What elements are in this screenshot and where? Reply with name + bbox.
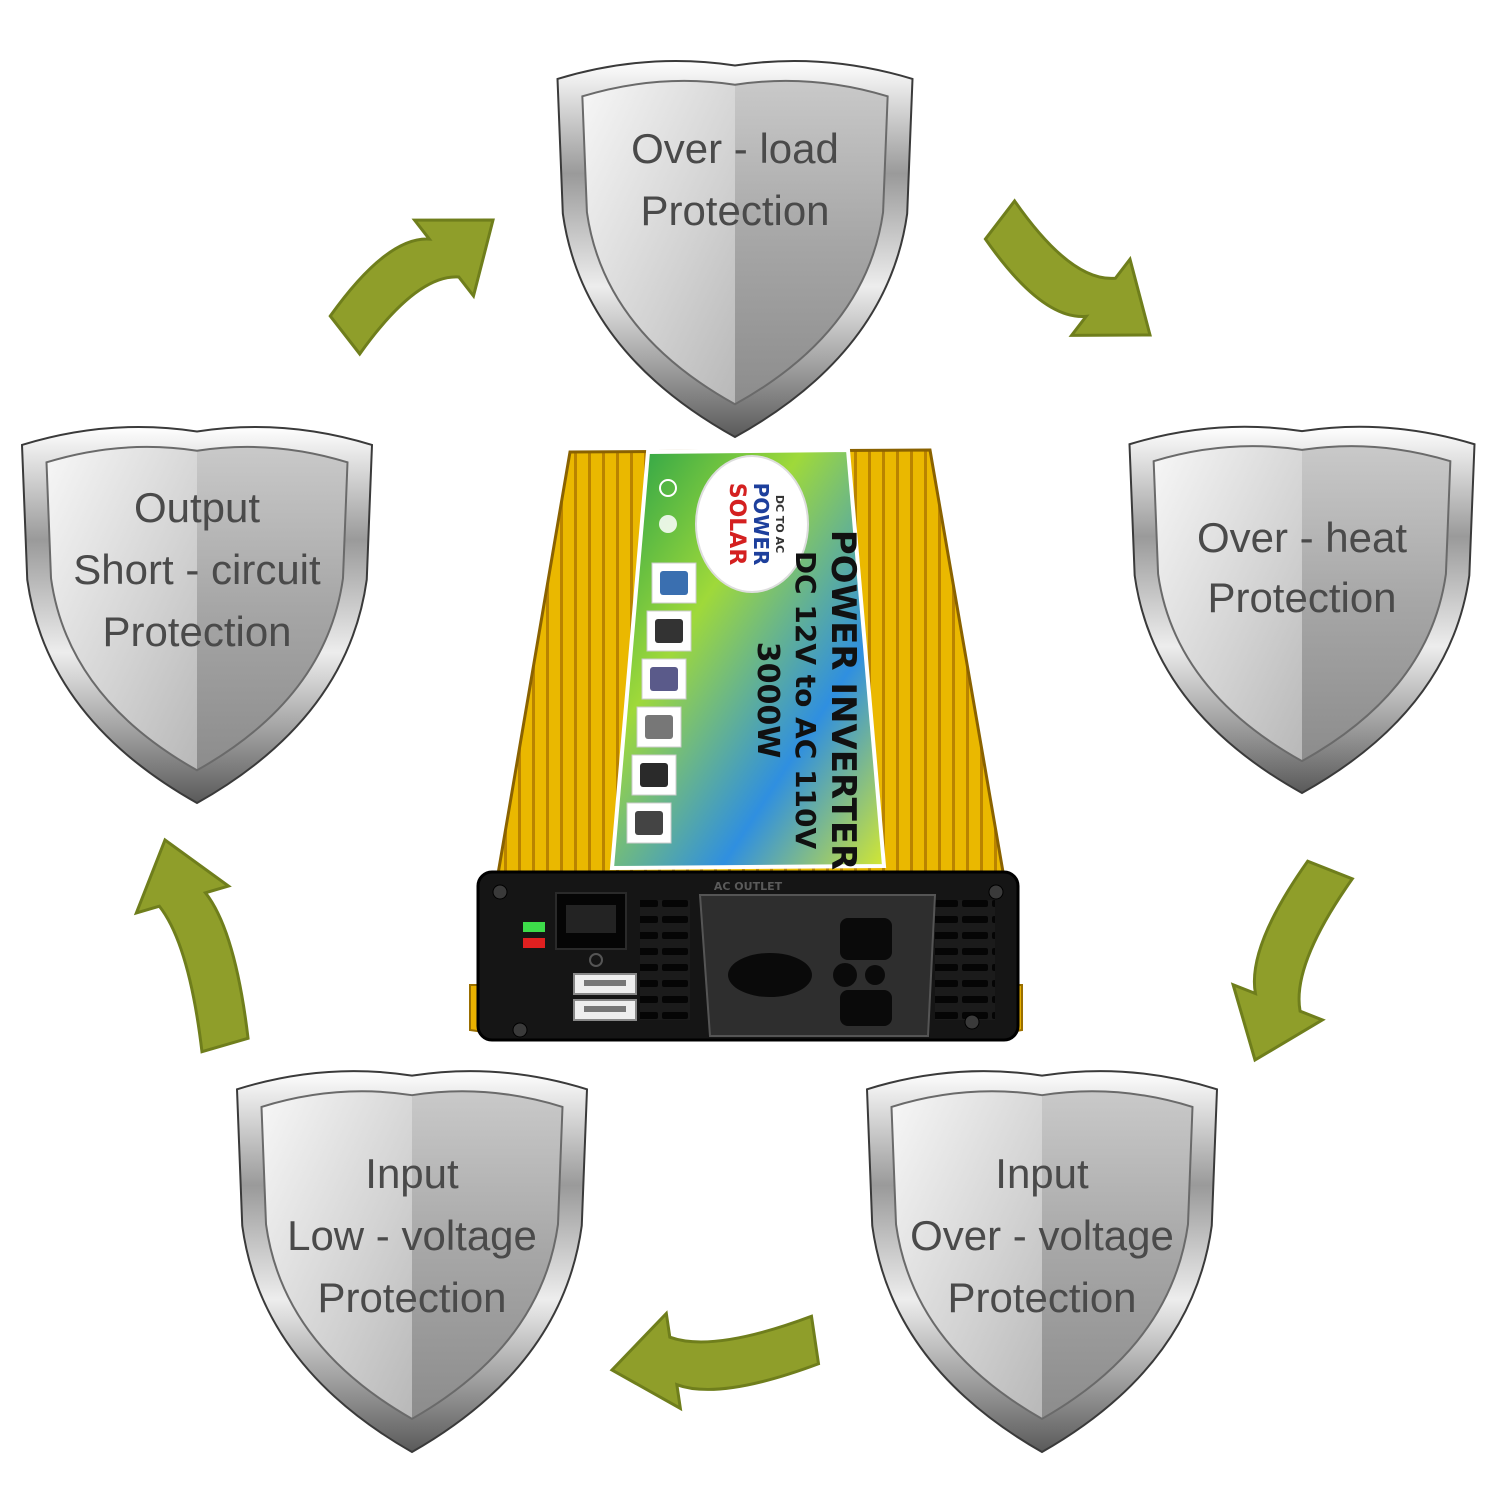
shield-label-line: Input xyxy=(995,1150,1089,1197)
inverter-label-sticker xyxy=(609,447,887,871)
appliance-thumbnail xyxy=(641,658,687,700)
inverter-specs: POWER INVERTER DC 12V to AC 110V 3000W xyxy=(750,530,863,870)
shield-face-left xyxy=(891,1091,1042,1419)
shield-label-line: Output xyxy=(134,484,260,531)
appliance-thumbnail xyxy=(636,706,682,748)
shield-inner-edge xyxy=(890,1090,1194,1421)
fault-led-red xyxy=(523,938,545,948)
shield-inner-edge xyxy=(45,445,349,772)
shield-face-right xyxy=(412,1091,563,1419)
shield-face-left xyxy=(46,446,197,771)
appliance-thumbnail xyxy=(646,610,692,652)
arrow-overload-to-overheat xyxy=(983,198,1152,337)
appliance-thumbnail xyxy=(651,562,697,604)
inverter-spec: DC 12V to AC 110V xyxy=(789,551,822,850)
appliance-thumbnail xyxy=(631,754,677,796)
shield-face-right xyxy=(197,446,348,771)
shield-label-line: Input xyxy=(365,1150,459,1197)
arrow-lowvoltage-to-shortcircuit xyxy=(133,837,250,1054)
brand-tag-text: DC TO AC xyxy=(773,495,786,553)
brand-top-text: SOLAR xyxy=(724,483,749,566)
shield-label-line: Short - circuit xyxy=(73,546,321,593)
inverter-wattage: 3000W xyxy=(750,642,785,759)
arrow-overheat-to-overvoltage xyxy=(1230,859,1355,1063)
shield-inner-edge xyxy=(1152,445,1452,763)
inverter-vents-right xyxy=(935,900,995,1020)
shield-label-line: Protection xyxy=(640,187,829,234)
inverter-vents-left xyxy=(640,900,690,1020)
arrow-overvoltage-to-lowvoltage xyxy=(609,1310,821,1412)
shield-label-line: Over - voltage xyxy=(910,1212,1174,1259)
shield-face-right xyxy=(735,80,888,405)
shield-label-line: Protection xyxy=(317,1274,506,1321)
shield-label-line: Protection xyxy=(1207,574,1396,621)
shield-label-line: Over - load xyxy=(631,125,839,172)
arrow-shortcircuit-to-overload xyxy=(328,218,495,357)
shield-label-line: Over - heat xyxy=(1197,514,1407,561)
power-switch[interactable] xyxy=(555,892,627,967)
shield-label-line: Low - voltage xyxy=(287,1212,537,1259)
inverter-title: POWER INVERTER xyxy=(823,530,863,870)
shield-face-left xyxy=(1153,446,1302,762)
outlet-label: AC OUTLET xyxy=(714,880,783,893)
power-led-green xyxy=(523,922,545,932)
power-inverter-device: SOLAR POWER DC TO AC POWER INVERTER DC 1… xyxy=(469,447,1023,1042)
panel-screws xyxy=(492,884,1004,1038)
certification-marks xyxy=(659,479,677,533)
cycle-arrows xyxy=(133,198,1355,1412)
shield-inner-edge xyxy=(581,79,889,406)
shield-inner-edge xyxy=(260,1090,564,1421)
appliance-thumbnails xyxy=(626,562,697,844)
ac-outlet-socket[interactable] xyxy=(698,894,937,1037)
brand-bottom-text: POWER xyxy=(749,483,773,566)
brand-logo: SOLAR POWER DC TO AC xyxy=(695,455,809,593)
appliance-thumbnail xyxy=(626,802,672,844)
shield-face-right xyxy=(1042,1091,1193,1419)
shield-label-line: Protection xyxy=(947,1274,1136,1321)
shield-face-left xyxy=(261,1091,412,1419)
shield-face-left xyxy=(582,80,735,405)
shield-label-line: Protection xyxy=(102,608,291,655)
shield-face-right xyxy=(1302,446,1451,762)
usb-ports[interactable] xyxy=(573,973,637,1021)
